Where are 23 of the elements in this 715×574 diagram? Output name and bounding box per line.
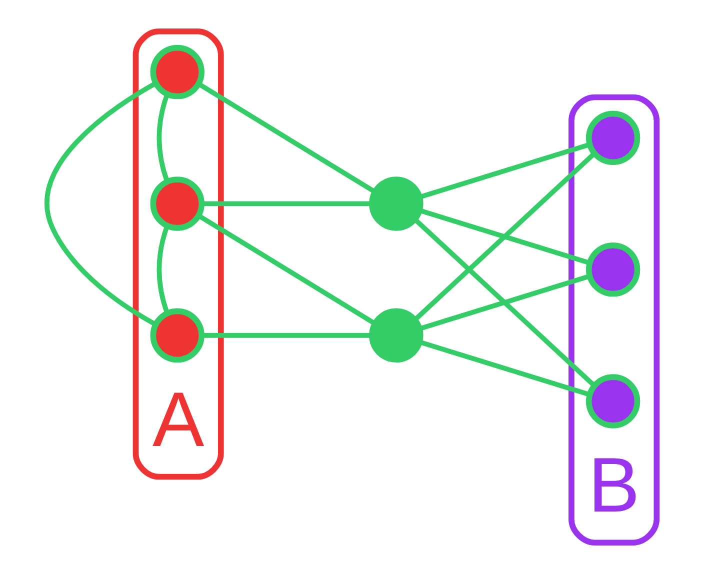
connector <box>413 152 596 322</box>
node-circle <box>150 176 204 231</box>
cluster: B <box>568 94 660 546</box>
connector <box>419 142 590 200</box>
node-circle <box>150 44 204 100</box>
connector <box>419 208 590 266</box>
connector <box>156 94 170 182</box>
connector <box>198 82 376 194</box>
node-circle <box>369 176 424 231</box>
node-circle <box>586 374 640 428</box>
node-circle <box>586 242 640 297</box>
connector <box>413 217 596 388</box>
connector <box>202 201 372 206</box>
connector <box>419 340 590 397</box>
connector <box>198 214 376 326</box>
node-circle <box>586 110 640 165</box>
cluster: A <box>132 28 224 480</box>
node-circle <box>369 308 424 363</box>
connector <box>202 333 372 338</box>
connector <box>156 225 170 314</box>
connector <box>44 81 157 327</box>
connector <box>419 274 590 331</box>
node-circle <box>150 308 204 363</box>
